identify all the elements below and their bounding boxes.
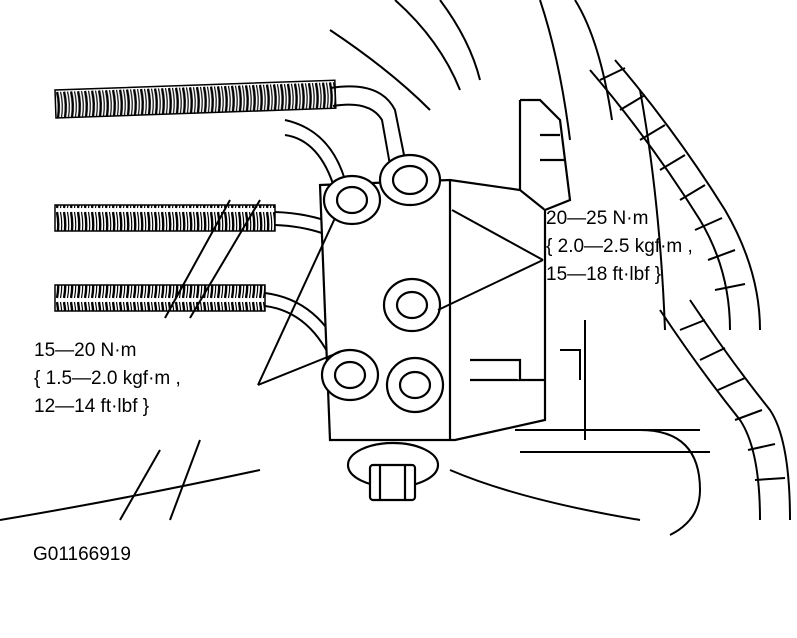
torque-kgfm: { 1.5—2.0 kgf·m , bbox=[34, 368, 181, 389]
flare-nuts bbox=[320, 153, 445, 414]
torque-kgfm: { 2.0—2.5 kgf·m , bbox=[546, 236, 693, 257]
mounting-bolt bbox=[346, 441, 440, 502]
coiled-pipes bbox=[54, 79, 337, 312]
torque-ftlbf: 15—18 ft·lbf } bbox=[546, 264, 662, 285]
torque-spec-left: 15—20 N·m { 1.5—2.0 kgf·m , 12—14 ft·lbf… bbox=[34, 341, 181, 425]
figure-id: G01166919 bbox=[33, 544, 131, 565]
torque-nm: 15—20 N·m bbox=[34, 340, 137, 361]
right-hose bbox=[589, 59, 791, 521]
torque-ftlbf: 12—14 ft·lbf } bbox=[34, 396, 150, 417]
torque-spec-right: 20—25 N·m { 2.0—2.5 kgf·m , 15—18 ft·lbf… bbox=[546, 209, 693, 293]
torque-nm: 20—25 N·m bbox=[546, 208, 649, 229]
background-structure bbox=[0, 0, 710, 536]
leader-lines bbox=[164, 199, 544, 386]
